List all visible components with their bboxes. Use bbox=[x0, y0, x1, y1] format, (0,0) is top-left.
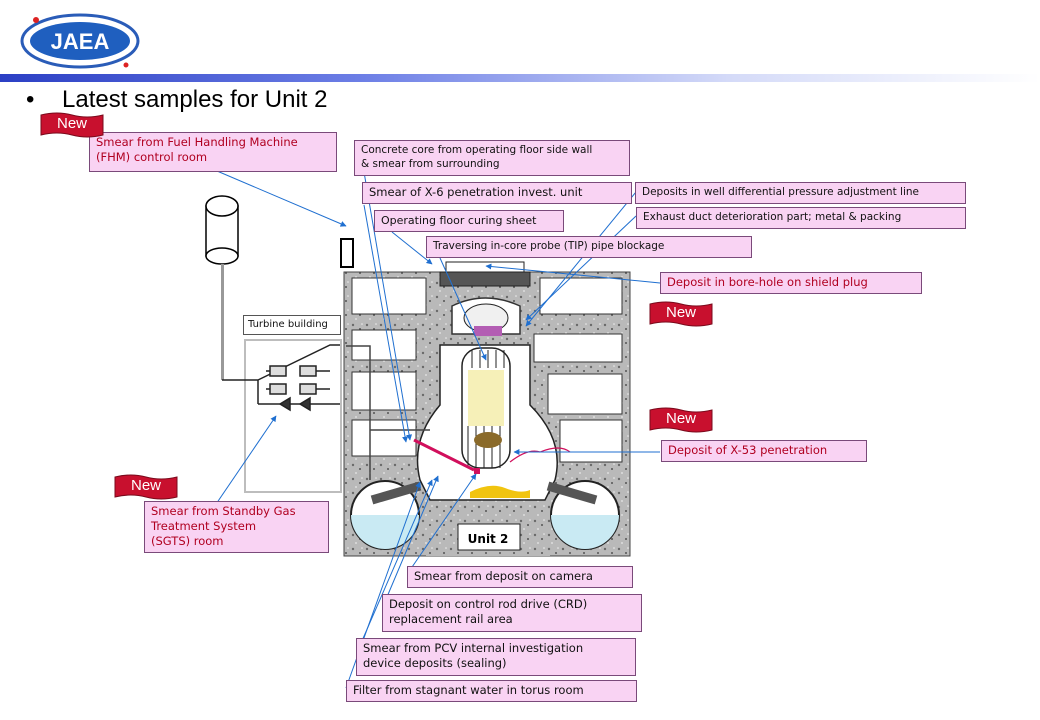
label-sgts-line3: (SGTS) room bbox=[151, 534, 224, 548]
label-concrete-line2: & smear from surrounding bbox=[361, 158, 500, 170]
label-turbine-building: Turbine building bbox=[243, 315, 341, 335]
label-camera: Smear from deposit on camera bbox=[407, 566, 633, 588]
new-badge-text: New bbox=[56, 115, 87, 132]
title-bar bbox=[0, 74, 1040, 82]
new-badge: New bbox=[39, 111, 105, 139]
label-sgts-line2: Treatment System bbox=[151, 519, 257, 533]
sgts-piping bbox=[222, 344, 340, 412]
label-curing-sheet: Operating floor curing sheet bbox=[374, 210, 564, 232]
label-sgts-line1: Smear from Standby Gas bbox=[151, 504, 296, 518]
fhm-box bbox=[340, 238, 354, 268]
label-pcv-line1: Smear from PCV internal investigation bbox=[363, 641, 584, 655]
leader-lines bbox=[209, 167, 661, 689]
label-filter: Filter from stagnant water in torus room bbox=[346, 680, 637, 702]
label-tip: Traversing in-core probe (TIP) pipe bloc… bbox=[426, 236, 752, 258]
label-fhm: Smear from Fuel Handling Machine (FHM) c… bbox=[89, 132, 337, 172]
bullet-point: • bbox=[26, 86, 35, 113]
logo-text: JAEA bbox=[51, 29, 110, 54]
label-x6: Smear of X-6 penetration invest. unit bbox=[362, 182, 632, 204]
new-badge-text: New bbox=[130, 477, 161, 494]
new-badge: New bbox=[648, 406, 714, 434]
label-crd: Deposit on control rod drive (CRD) repla… bbox=[382, 594, 642, 632]
label-crd-line1: Deposit on control rod drive (CRD) bbox=[389, 597, 588, 611]
label-fhm-line2: (FHM) control room bbox=[96, 150, 208, 164]
label-pcv: Smear from PCV internal investigation de… bbox=[356, 638, 636, 676]
new-badge-text: New bbox=[665, 304, 696, 321]
unit-label: Unit 2 bbox=[468, 532, 509, 546]
new-badge: New bbox=[113, 473, 179, 501]
label-exhaust-duct: Exhaust duct deterioration part; metal &… bbox=[636, 207, 966, 229]
new-badge: New bbox=[648, 300, 714, 328]
label-sgts: Smear from Standby Gas Treatment System … bbox=[144, 501, 329, 553]
label-pcv-line2: device deposits (sealing) bbox=[363, 656, 507, 670]
reactor-building bbox=[343, 261, 631, 557]
label-shield-plug: Deposit in bore-hole on shield plug bbox=[660, 272, 922, 294]
label-crd-line2: replacement rail area bbox=[389, 612, 513, 626]
label-concrete-line1: Concrete core from operating floor side … bbox=[361, 144, 593, 156]
slide-title: Latest samples for Unit 2 bbox=[62, 86, 328, 113]
new-badge-text: New bbox=[665, 410, 696, 427]
label-fhm-line1: Smear from Fuel Handling Machine bbox=[96, 135, 298, 149]
storage-tank bbox=[205, 195, 239, 380]
turbine-building-outline bbox=[244, 339, 342, 493]
label-well-line: Deposits in well differential pressure a… bbox=[635, 182, 966, 204]
label-x53: Deposit of X-53 penetration bbox=[661, 440, 867, 462]
jaea-logo: JAEA bbox=[20, 13, 140, 69]
label-concrete-core: Concrete core from operating floor side … bbox=[354, 140, 630, 176]
